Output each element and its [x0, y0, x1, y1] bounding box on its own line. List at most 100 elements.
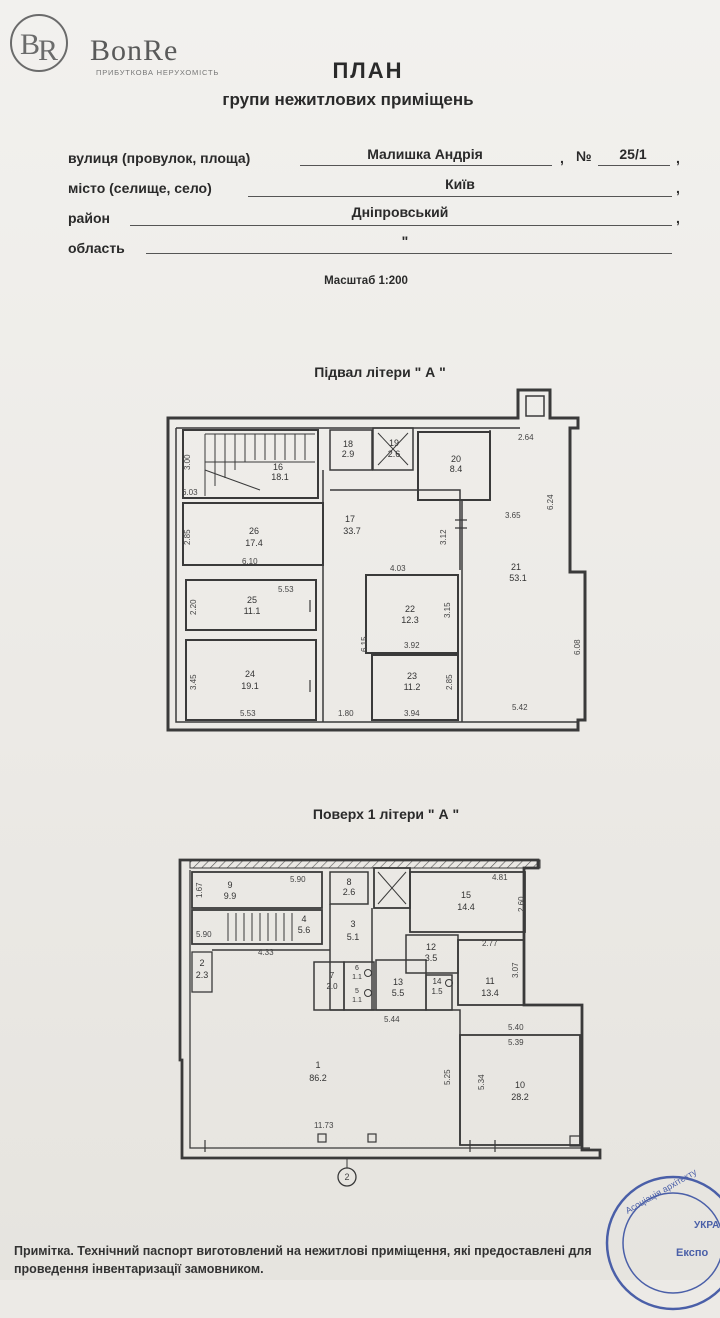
room-14-id: 14 [433, 977, 442, 986]
room-24-outline [185, 639, 317, 721]
dim-b-17: 5.53 [240, 709, 256, 718]
stamp-text-side: Експо [676, 1247, 708, 1259]
dim-b-4: 2.85 [183, 529, 192, 545]
room-7-id: 7 [330, 971, 335, 980]
dim-f-2: 1.67 [195, 882, 204, 898]
official-stamp: Асоціація архітекту Експо УКРА [605, 1168, 720, 1311]
room-16-id: 16 [273, 462, 283, 472]
floor-plans: 16 18.1 18 2.9 19 2.6 20 8.4 26 17.4 17 … [166, 388, 602, 1187]
room-5-id: 5 [355, 988, 359, 995]
room-13-id: 13 [393, 977, 403, 987]
room-19-area: 2.6 [388, 449, 401, 459]
dim-b-1: 6.03 [182, 488, 198, 497]
basement-labels: 16 18.1 18 2.9 19 2.6 20 8.4 26 17.4 17 … [241, 438, 527, 692]
dim-b-20: 5.42 [512, 703, 528, 712]
dim-b-9: 5.53 [278, 585, 294, 594]
svg-text:R: R [38, 34, 58, 67]
room-5-area: 1.1 [352, 997, 362, 1004]
room-2-area: 2.3 [196, 970, 209, 980]
dim-f-0: 5.90 [290, 875, 306, 884]
room-13-area: 5.5 [392, 988, 405, 998]
dim-f-7: 3.07 [511, 962, 520, 978]
room-19-outline [372, 427, 414, 471]
room-9-id: 9 [227, 880, 232, 890]
street-label: вулиця (провулок, площа) [68, 150, 251, 166]
room-2-outline [191, 951, 213, 993]
dim-b-12: 6.08 [573, 639, 582, 655]
room-8-area: 2.6 [343, 887, 356, 897]
room-18-outline [329, 429, 373, 471]
basement-outer-wall [166, 388, 587, 732]
document-subtitle: групи нежитлових приміщень [222, 90, 474, 109]
room-26-id: 26 [249, 526, 259, 536]
district-value: Дніпровський [351, 204, 449, 220]
dim-b-18: 1.80 [338, 709, 354, 718]
basement-title: Підвал літери " А " [314, 364, 446, 380]
room-4-outline [191, 909, 323, 945]
opening-marks [204, 1135, 581, 1152]
dim-f-8: 5.44 [384, 1015, 400, 1024]
number-underline [598, 165, 670, 166]
wc-fixture-icon [364, 989, 372, 997]
room-11-id: 11 [485, 976, 494, 986]
room-1-outline [212, 949, 461, 1145]
document-title: ПЛАН [332, 58, 404, 83]
room-15-outline [409, 871, 526, 933]
city-label: місто (селище, село) [68, 180, 212, 196]
brand-name: BonRe [90, 34, 179, 67]
stair-icon [227, 913, 293, 941]
elevator-cross-icon [377, 871, 407, 905]
room-6-area: 1.1 [352, 974, 362, 981]
room-11-outline [457, 939, 525, 1006]
footnote: Примітка. Технічний паспорт виготовлений… [14, 1244, 592, 1276]
room-2-id: 2 [199, 958, 204, 968]
room-20-area: 8.4 [450, 464, 463, 474]
column-mark [367, 1133, 377, 1143]
basement-plan [166, 388, 587, 732]
dim-b-0: 3.00 [183, 454, 192, 470]
room-25-id: 25 [247, 595, 257, 605]
brand-tagline: ПРИБУТКОВА НЕРУХОМІСТЬ [96, 68, 220, 77]
room-22-id: 22 [405, 604, 415, 614]
number-value: 25/1 [619, 146, 647, 162]
basement-shaft [525, 395, 545, 417]
room-9-outline [191, 871, 323, 909]
room-21-id: 21 [511, 562, 521, 572]
dim-f-3: 2.60 [517, 896, 526, 912]
floor1-labels: 9 9.9 8 2.6 15 14.4 4 5.6 3 5.1 12 3.5 2… [196, 877, 529, 1102]
dim-b-16: 2.85 [445, 674, 454, 690]
elevator-cross-icon [377, 432, 409, 466]
room-14-area: 1.5 [431, 987, 443, 996]
dim-b-11: 3.15 [443, 602, 452, 618]
room-16-area: 18.1 [271, 472, 289, 482]
room-12-area: 3.5 [425, 953, 438, 963]
city-underline [248, 196, 672, 197]
room-1-area: 86.2 [309, 1073, 327, 1083]
room-20-id: 20 [451, 454, 461, 464]
district-underline [130, 225, 672, 226]
dim-f-1: 4.81 [492, 873, 508, 882]
column-mark [317, 1133, 327, 1143]
room-17-id: 17 [345, 514, 355, 524]
room-4-id: 4 [301, 914, 306, 924]
floor1-outer-wall [178, 858, 602, 1160]
scale-label: Масштаб 1:200 [324, 275, 408, 287]
dim-b-6: 3.65 [505, 511, 521, 520]
door-ticks [309, 519, 467, 692]
wc-fixture-icon [445, 979, 453, 987]
room-19-id: 19 [389, 438, 399, 448]
document-page [0, 0, 720, 1280]
room-4-area: 5.6 [298, 925, 311, 935]
dim-f-10: 5.39 [508, 1038, 524, 1047]
street-comma: , [560, 150, 564, 166]
brand-monogram-icon: B R [10, 14, 68, 72]
dim-b-13: 3.92 [404, 641, 420, 650]
dim-b-15: 3.45 [189, 674, 198, 690]
room-23-id: 23 [407, 671, 417, 681]
room-15-area: 14.4 [457, 902, 475, 912]
room-11-area: 13.4 [481, 988, 499, 998]
dim-b-14: 6.15 [360, 636, 369, 652]
room-21-outline [461, 430, 491, 722]
room-15-id: 15 [461, 890, 471, 900]
room-22-outline [365, 574, 459, 654]
